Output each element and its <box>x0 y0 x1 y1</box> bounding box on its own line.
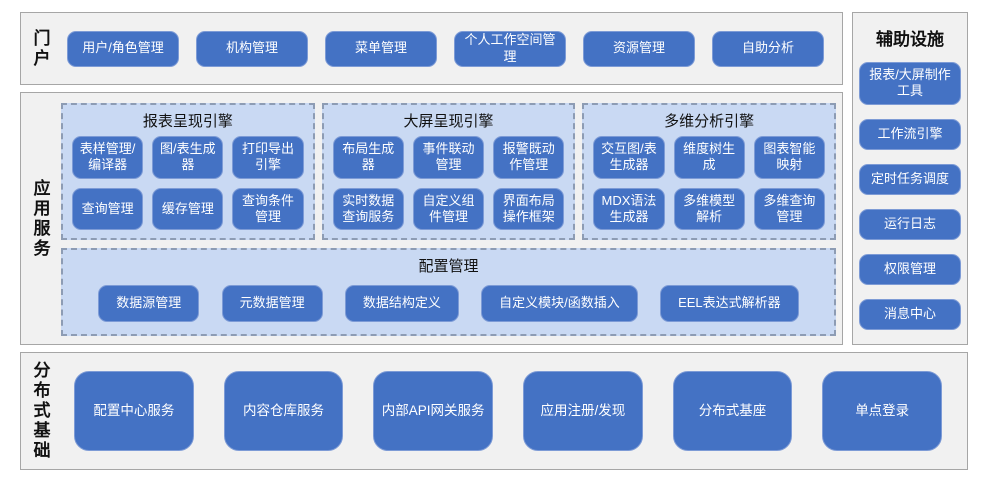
olap-button-smart-chart-mapping[interactable]: 图表智能映射 <box>753 136 826 179</box>
dist-button-internal-api-gateway[interactable]: 内部API网关服务 <box>373 371 494 451</box>
bigscreen-engine-title: 大屏呈现引擎 <box>403 113 494 130</box>
olap-engine-group: 多维分析引擎 交互图/表生成器 维度树生成 图表智能映射 MDX语法生成器 多维… <box>582 103 837 240</box>
app-services-section-label: 应用服务 <box>30 178 50 259</box>
bigscreen-button-alarm-action-mgmt[interactable]: 报警既动作管理 <box>493 136 565 179</box>
distributed-section: 分布式基础 配置中心服务 内容仓库服务 内部API网关服务 应用注册/发现 分布… <box>20 352 968 470</box>
portal-buttons: 用户/角色管理 机构管理 菜单管理 个人工作空间管理 资源管理 自助分析 <box>59 13 842 84</box>
report-engine-button-chart-table-generator[interactable]: 图/表生成器 <box>152 136 224 179</box>
config-mgmt-group: 配置管理 数据源管理 元数据管理 数据结构定义 自定义模块/函数插入 EEL表达… <box>61 248 836 336</box>
olap-button-dimension-tree[interactable]: 维度树生成 <box>673 136 745 179</box>
report-engine-title: 报表呈现引擎 <box>142 113 233 130</box>
portal-section-label: 门户 <box>30 28 50 69</box>
config-button-custom-module-function[interactable]: 自定义模块/函数插入 <box>481 285 638 322</box>
aux-button-message-center[interactable]: 消息中心 <box>859 298 961 330</box>
bigscreen-button-layout-generator[interactable]: 布局生成器 <box>332 136 404 179</box>
olap-button-mdx-syntax-generator[interactable]: MDX语法生成器 <box>593 187 665 230</box>
report-engine-button-cache-mgmt[interactable]: 缓存管理 <box>152 187 224 230</box>
bigscreen-button-realtime-data-query[interactable]: 实时数据查询服务 <box>332 187 404 230</box>
portal-button-user-role-mgmt[interactable]: 用户/角色管理 <box>67 30 179 67</box>
portal-button-personal-workspace[interactable]: 个人工作空间管理 <box>454 30 566 67</box>
config-button-datasource-mgmt[interactable]: 数据源管理 <box>98 285 200 322</box>
portal-button-self-service-analysis[interactable]: 自助分析 <box>712 30 824 67</box>
distributed-section-label: 分布式基础 <box>30 361 50 461</box>
bigscreen-button-custom-component-mgmt[interactable]: 自定义组件管理 <box>412 187 485 230</box>
portal-button-menu-mgmt[interactable]: 菜单管理 <box>325 30 437 67</box>
report-engine-button-print-export[interactable]: 打印导出引擎 <box>232 136 304 179</box>
aux-button-run-log[interactable]: 运行日志 <box>859 208 961 240</box>
portal-section: 门户 用户/角色管理 机构管理 菜单管理 个人工作空间管理 资源管理 自助分析 <box>20 12 843 85</box>
dist-button-app-registration-discovery[interactable]: 应用注册/发现 <box>523 371 643 451</box>
olap-button-multidim-query-mgmt[interactable]: 多维查询管理 <box>753 187 826 230</box>
report-engine-group: 报表呈现引擎 表样管理/编译器 图/表生成器 打印导出引擎 查询管理 缓存管理 … <box>61 103 315 240</box>
portal-button-resource-mgmt[interactable]: 资源管理 <box>583 30 695 67</box>
bigscreen-button-event-linkage-mgmt[interactable]: 事件联动管理 <box>412 136 485 179</box>
olap-button-interactive-chart-generator[interactable]: 交互图/表生成器 <box>593 136 665 179</box>
aux-button-report-bigscreen-tool[interactable]: 报表/大屏制作工具 <box>859 62 961 105</box>
aux-button-scheduled-task[interactable]: 定时任务调度 <box>859 163 961 195</box>
report-engine-button-query-mgmt[interactable]: 查询管理 <box>72 187 144 230</box>
auxiliary-section: 辅助设施 报表/大屏制作工具 工作流引擎 定时任务调度 运行日志 权限管理 消息… <box>852 12 968 345</box>
dist-button-content-repo-service[interactable]: 内容仓库服务 <box>223 371 344 451</box>
dist-button-distributed-base[interactable]: 分布式基座 <box>672 371 793 451</box>
config-button-eel-expression-parser[interactable]: EEL表达式解析器 <box>660 285 799 322</box>
aux-button-workflow-engine[interactable]: 工作流引擎 <box>859 118 961 150</box>
olap-button-multidim-model-parsing[interactable]: 多维模型解析 <box>673 187 745 230</box>
auxiliary-section-title: 辅助设施 <box>876 30 944 49</box>
config-mgmt-title: 配置管理 <box>418 258 479 275</box>
report-engine-button-query-condition-mgmt[interactable]: 查询条件管理 <box>232 187 304 230</box>
config-button-data-structure-definition[interactable]: 数据结构定义 <box>344 285 459 322</box>
config-button-metadata-mgmt[interactable]: 元数据管理 <box>221 285 323 322</box>
report-engine-button-style-mgmt-compiler[interactable]: 表样管理/编译器 <box>72 136 144 179</box>
dist-button-config-center-service[interactable]: 配置中心服务 <box>74 371 194 451</box>
bigscreen-button-ui-layout-framework[interactable]: 界面布局操作框架 <box>493 187 565 230</box>
engine-groups: 报表呈现引擎 表样管理/编译器 图/表生成器 打印导出引擎 查询管理 缓存管理 … <box>61 103 837 240</box>
app-services-section: 应用服务 报表呈现引擎 表样管理/编译器 图/表生成器 打印导出引擎 查询管理 … <box>20 92 843 345</box>
aux-button-permission-mgmt[interactable]: 权限管理 <box>859 253 961 285</box>
bigscreen-engine-group: 大屏呈现引擎 布局生成器 事件联动管理 报警既动作管理 实时数据查询服务 自定义… <box>321 103 576 240</box>
portal-button-org-mgmt[interactable]: 机构管理 <box>196 30 308 67</box>
dist-button-single-sign-on[interactable]: 单点登录 <box>822 371 943 451</box>
olap-engine-title: 多维分析引擎 <box>664 113 755 130</box>
app-services-content: 报表呈现引擎 表样管理/编译器 图/表生成器 打印导出引擎 查询管理 缓存管理 … <box>59 93 842 344</box>
